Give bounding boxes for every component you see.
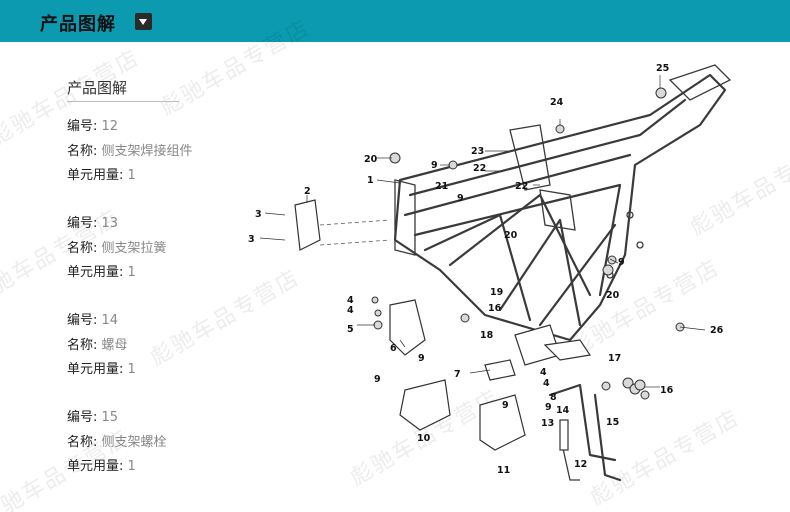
callout-label: 19 [490, 287, 503, 298]
callout-label: 9 [457, 193, 464, 204]
qty-label: 单元用量: [67, 459, 124, 474]
part-qty: 1 [127, 362, 136, 377]
part-name-row: 名称: 螺母 [67, 334, 267, 359]
number-label: 编号: [67, 313, 98, 328]
frame-assembly [393, 64, 732, 342]
part-name-row: 名称: 侧支架螺栓 [67, 431, 267, 456]
part-number: 12 [101, 119, 119, 134]
callout-label: 24 [550, 97, 564, 108]
parts-list: 编号: 12 名称: 侧支架焊接组件 单元用量: 1 编号: 13 名称: 侧支… [67, 115, 267, 503]
part-qty: 1 [127, 168, 136, 183]
callout-label: 25 [656, 63, 669, 74]
part-name-row: 名称: 侧支架焊接组件 [67, 140, 267, 165]
callout-label: 20 [504, 230, 518, 241]
callout-label: 1 [367, 175, 374, 186]
callout-label: 9 [545, 402, 552, 413]
exploded-parts-diagram: 1 2 3 3 4 4 4 4 5 6 7 8 9 9 9 9 9 9 9 10… [240, 55, 780, 510]
part-number: 15 [101, 410, 119, 425]
part-qty-row: 单元用量: 1 [67, 358, 267, 383]
side-stand-parts [389, 299, 650, 482]
part-entry: 编号: 13 名称: 侧支架拉簧 单元用量: 1 [67, 212, 267, 309]
part-number-row: 编号: 13 [67, 212, 267, 237]
rear-fender-part [294, 199, 391, 251]
number-label: 编号: [67, 119, 98, 134]
collapse-toggle-button[interactable] [135, 13, 152, 30]
callout-label: 15 [606, 417, 619, 428]
callout-label: 4 [543, 378, 550, 389]
part-qty-row: 单元用量: 1 [67, 164, 267, 189]
callout-label: 9 [618, 257, 625, 268]
callout-label: 9 [431, 160, 438, 171]
part-number-row: 编号: 15 [67, 406, 267, 431]
callout-label: 8 [550, 392, 557, 403]
callout-label: 4 [347, 305, 354, 316]
callout-label: 14 [556, 405, 570, 416]
callout-label: 2 [304, 186, 311, 197]
qty-label: 单元用量: [67, 265, 124, 280]
callout-label: 9 [502, 400, 509, 411]
name-label: 名称: [67, 337, 98, 353]
callout-label: 6 [390, 343, 397, 354]
callout-label: 13 [541, 418, 554, 429]
part-name: 侧支架螺栓 [101, 434, 167, 450]
callout-label: 11 [497, 465, 510, 476]
part-number-row: 编号: 14 [67, 309, 267, 334]
callout-label: 9 [418, 353, 425, 364]
fasteners [371, 87, 685, 391]
callout-label: 16 [488, 303, 502, 314]
name-label: 名称: [67, 240, 98, 256]
section-heading: 产品图解 [67, 79, 128, 97]
name-label: 名称: [67, 434, 98, 450]
part-name-row: 名称: 侧支架拉簧 [67, 237, 267, 262]
part-qty: 1 [127, 459, 136, 474]
header-bar: 产品图解 [0, 0, 790, 42]
callout-label: 3 [255, 209, 262, 220]
callout-label: 20 [606, 290, 620, 301]
callout-label: 7 [454, 369, 461, 380]
callout-label: 17 [608, 353, 621, 364]
part-name: 侧支架拉簧 [101, 240, 167, 256]
number-label: 编号: [67, 216, 98, 231]
callout-label: 23 [471, 146, 484, 157]
number-label: 编号: [67, 410, 98, 425]
callout-label: 21 [435, 181, 448, 192]
part-qty-row: 单元用量: 1 [67, 455, 267, 480]
part-qty-row: 单元用量: 1 [67, 261, 267, 286]
callout-label: 18 [480, 330, 494, 341]
heading-divider [67, 101, 179, 102]
callout-label: 16 [660, 385, 674, 396]
callout-label: 22 [473, 163, 486, 174]
callout-numbers: 1 2 3 3 4 4 4 4 5 6 7 8 9 9 9 9 9 9 9 10… [248, 63, 724, 476]
callout-label: 20 [364, 154, 378, 165]
part-entry: 编号: 14 名称: 螺母 单元用量: 1 [67, 309, 267, 406]
callout-label: 12 [574, 459, 587, 470]
callout-label: 3 [248, 234, 255, 245]
part-qty: 1 [127, 265, 136, 280]
header-title: 产品图解 [40, 14, 116, 35]
name-label: 名称: [67, 143, 98, 159]
part-number: 14 [101, 313, 119, 328]
callout-label: 4 [347, 295, 354, 306]
qty-label: 单元用量: [67, 168, 124, 183]
part-entry: 编号: 12 名称: 侧支架焊接组件 单元用量: 1 [67, 115, 267, 212]
leader-lines [259, 75, 706, 388]
part-number-row: 编号: 12 [67, 115, 267, 140]
callout-label: 4 [540, 367, 547, 378]
callout-label: 5 [347, 324, 354, 335]
part-number: 13 [101, 216, 119, 231]
callout-label: 10 [417, 433, 431, 444]
callout-label: 9 [374, 374, 381, 385]
part-name: 侧支架焊接组件 [101, 143, 193, 159]
frame-diagram-svg: 1 2 3 3 4 4 4 4 5 6 7 8 9 9 9 9 9 9 9 10… [248, 63, 732, 482]
callout-label: 22 [515, 181, 528, 192]
callout-label: 26 [710, 325, 724, 336]
qty-label: 单元用量: [67, 362, 124, 377]
part-entry: 编号: 15 名称: 侧支架螺栓 单元用量: 1 [67, 406, 267, 503]
part-name: 螺母 [101, 337, 128, 353]
